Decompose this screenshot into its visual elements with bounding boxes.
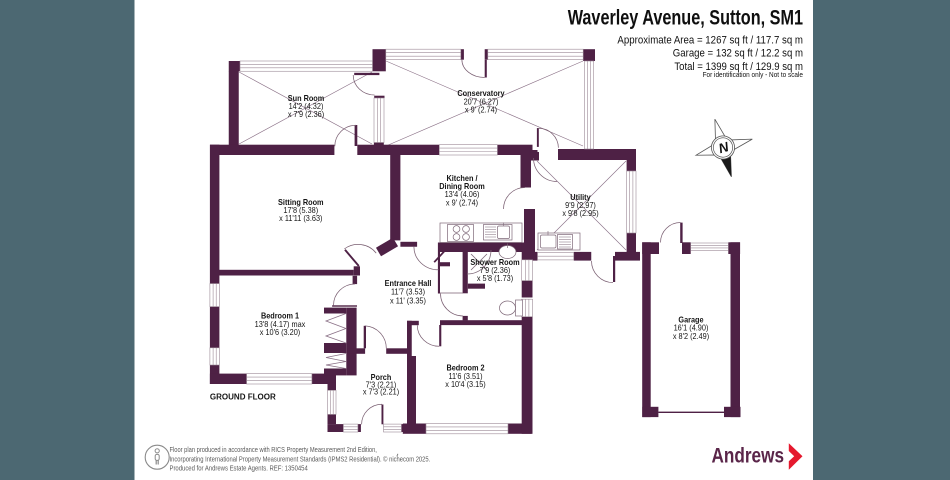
svg-text:Utility: Utility — [570, 192, 591, 202]
svg-text:16'1 (4.90): 16'1 (4.90) — [674, 323, 709, 333]
svg-text:Bedroom 2: Bedroom 2 — [446, 363, 484, 373]
svg-text:x 8'2 (2.49): x 8'2 (2.49) — [673, 331, 709, 341]
svg-text:For identification only - Not: For identification only - Not to scale — [703, 70, 803, 79]
svg-text:13'4 (4.06): 13'4 (4.06) — [445, 189, 480, 199]
svg-text:Shower Room: Shower Room — [470, 257, 519, 267]
svg-text:7'3 (2.21): 7'3 (2.21) — [366, 379, 397, 389]
svg-text:17'8 (5.38): 17'8 (5.38) — [283, 205, 318, 215]
svg-text:Waverley Avenue, Sutton, SM1: Waverley Avenue, Sutton, SM1 — [568, 7, 804, 30]
svg-text:Total = 1399 sq ft / 129.9 sq: Total = 1399 sq ft / 129.9 sq m — [674, 61, 803, 73]
svg-text:Porch: Porch — [371, 372, 392, 382]
svg-text:N: N — [717, 139, 731, 156]
svg-text:x 5'8 (1.73): x 5'8 (1.73) — [477, 273, 513, 283]
svg-text:Floor plan produced in accorda: Floor plan produced in accordance with R… — [170, 445, 377, 454]
svg-text:Garage = 132 sq ft / 12.2 sq m: Garage = 132 sq ft / 12.2 sq m — [673, 48, 803, 60]
svg-text:20'7 (6.27): 20'7 (6.27) — [464, 96, 499, 106]
svg-text:14'2 (4.32): 14'2 (4.32) — [289, 101, 324, 111]
svg-text:x 11' (3.35): x 11' (3.35) — [390, 295, 426, 305]
svg-text:11'7 (3.53): 11'7 (3.53) — [391, 287, 425, 297]
svg-text:Produced for Andrews Estate Ag: Produced for Andrews Estate Agents. REF:… — [170, 464, 308, 473]
svg-text:x 10'6 (3.20): x 10'6 (3.20) — [260, 327, 301, 337]
svg-text:x 9' (2.74): x 9' (2.74) — [446, 197, 478, 207]
svg-text:Conservatory: Conservatory — [457, 88, 504, 98]
svg-text:9'9 (2.97): 9'9 (2.97) — [565, 200, 596, 210]
svg-text:Garage: Garage — [678, 314, 703, 324]
svg-text:Approximate Area = 1267 sq ft: Approximate Area = 1267 sq ft / 117.7 sq… — [617, 35, 803, 47]
svg-text:Bedroom 1: Bedroom 1 — [261, 311, 299, 321]
svg-text:x 11'11 (3.63): x 11'11 (3.63) — [279, 213, 322, 223]
svg-text:Dining Room: Dining Room — [439, 181, 485, 191]
svg-text:Sitting Room: Sitting Room — [278, 197, 324, 207]
svg-text:Sun Room: Sun Room — [288, 93, 325, 103]
svg-text:13'8 (4.17) max: 13'8 (4.17) max — [255, 319, 306, 329]
svg-text:x 9' (2.74): x 9' (2.74) — [465, 104, 497, 114]
svg-text:Andrews: Andrews — [712, 444, 785, 467]
svg-text:x 7'9 (2.36): x 7'9 (2.36) — [288, 109, 324, 119]
svg-text:x 9'8 (2.95): x 9'8 (2.95) — [562, 208, 598, 218]
svg-text:Kitchen /: Kitchen / — [446, 173, 478, 183]
svg-text:11'6 (3.51): 11'6 (3.51) — [448, 371, 482, 381]
svg-text:7'9 (2.36): 7'9 (2.36) — [480, 265, 511, 275]
svg-text:x 7'3 (2.21): x 7'3 (2.21) — [363, 387, 399, 397]
svg-text:x 10'4 (3.15): x 10'4 (3.15) — [445, 379, 486, 389]
svg-text:GROUND FLOOR: GROUND FLOOR — [210, 391, 277, 401]
svg-text:Entrance Hall: Entrance Hall — [385, 278, 432, 288]
svg-text:Incorporating International Pr: Incorporating International Property Mea… — [170, 455, 431, 464]
